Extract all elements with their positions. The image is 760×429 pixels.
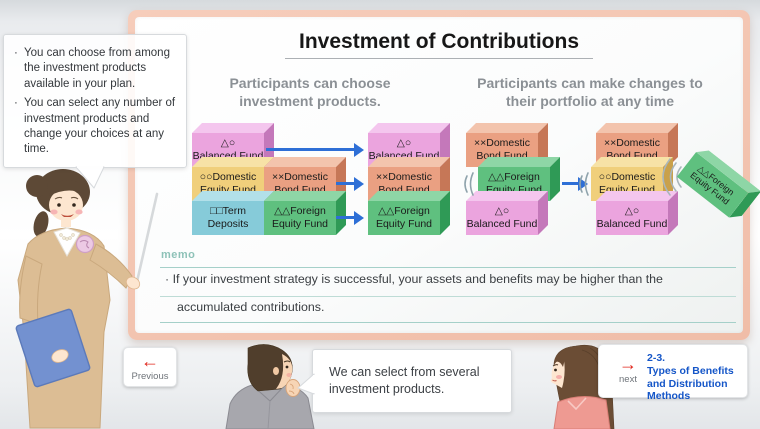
block-side [663, 157, 673, 201]
previous-button[interactable]: ← Previous [123, 347, 177, 387]
pointer-stick [134, 192, 159, 288]
block-top [368, 123, 450, 133]
whiteboard-frame: Investment of Contributions Participants… [128, 10, 750, 340]
block-top [264, 191, 346, 201]
block-top [192, 123, 274, 133]
memo-rule [160, 322, 736, 323]
block-top [368, 157, 450, 167]
page-title: Investment of Contributions [135, 30, 743, 59]
memo-rule [160, 296, 736, 297]
presenter-character [15, 169, 159, 429]
change-arrow [562, 176, 588, 191]
corsage [75, 234, 95, 254]
choose-arrow-1 [266, 142, 364, 157]
next-label: next [619, 374, 637, 385]
left-arrow-icon: ← [141, 351, 159, 371]
next-target: 2-3. Types of Benefits and Distribution … [647, 352, 741, 403]
memo-line-2: accumulated contributions. [177, 300, 325, 314]
right-arrow-icon: → [619, 354, 637, 374]
man-character [225, 344, 315, 429]
block-side [440, 157, 450, 201]
block-side [440, 191, 450, 235]
change-section-heading: Participants can make changes to their p… [477, 75, 703, 109]
bullet-dot: · [14, 97, 18, 110]
block-side [336, 157, 346, 201]
next-button[interactable]: → next 2-3. Types of Benefits and Distri… [598, 344, 748, 402]
shake-marks-icon [464, 172, 474, 196]
bullet-dot: · [14, 47, 18, 59]
block-side [336, 191, 346, 235]
page-title-text: Investment of Contributions [285, 30, 593, 59]
intro-bubble-tail [75, 166, 105, 189]
memo-label: memo [161, 249, 196, 261]
memo-rule [160, 267, 736, 268]
block-top [596, 123, 678, 133]
choose-arrow-3 [336, 210, 364, 225]
block-top [264, 157, 346, 167]
block-face: △○Balanced Fund [466, 201, 538, 235]
dialogue-text: We can select from several investment pr… [329, 365, 480, 396]
block-side [538, 123, 548, 167]
block-top [596, 191, 678, 201]
block-face: △○Balanced Fund [596, 201, 668, 235]
memo-line-1: · If your investment strategy is success… [165, 272, 663, 286]
next-chapter-title: Types of Benefits and Distribution Metho… [647, 364, 734, 403]
choose-arrow-2 [336, 176, 364, 191]
block-side [668, 123, 678, 167]
dialogue-bubble: We can select from several investment pr… [297, 349, 512, 413]
intro-bullet-item: · You can choose from among the investme… [14, 46, 176, 92]
block-top [192, 157, 274, 167]
block-side [668, 191, 678, 235]
dialogue-bubble-tail [297, 373, 315, 395]
block-side [440, 123, 450, 167]
block-side [538, 191, 548, 235]
intro-bullet-item: · You can select any number of investmen… [14, 96, 176, 158]
previous-label: Previous [131, 371, 169, 382]
block-top [368, 191, 450, 201]
after-block-balanced: △○Balanced Fund [596, 191, 678, 235]
blue-folder [15, 308, 91, 388]
before-block-balanced: △○Balanced Fund [466, 191, 548, 235]
block-top [591, 157, 673, 167]
intro-speech-bubble: · You can choose from among the investme… [3, 34, 187, 168]
next-arrow-block: → next [609, 355, 647, 385]
whiteboard: Investment of Contributions Participants… [135, 17, 743, 333]
block-side [264, 123, 274, 167]
block-top [478, 157, 560, 167]
shake-marks-icon [579, 172, 589, 196]
block-top [192, 191, 274, 201]
choose-section-heading: Participants can choose investment produ… [229, 75, 391, 109]
block-side [550, 157, 560, 201]
next-chapter-number: 2-3. [647, 352, 666, 364]
block-top [466, 191, 548, 201]
block-top [466, 123, 548, 133]
